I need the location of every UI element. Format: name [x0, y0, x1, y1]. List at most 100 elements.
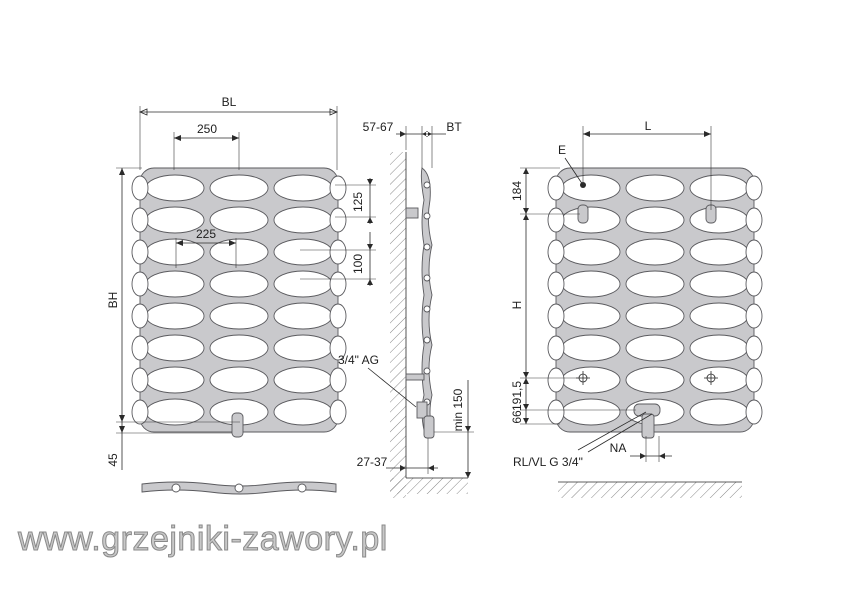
edge-notch [329, 175, 347, 201]
edge-notch [745, 367, 763, 393]
edge-notch [547, 399, 565, 425]
radiator-opening [689, 398, 749, 426]
radiator-opening [145, 174, 205, 202]
edge-notch [547, 207, 565, 233]
label-66: 66 [510, 410, 524, 424]
edge-notch [745, 303, 763, 329]
label-l: L [645, 119, 652, 133]
radiator-opening [689, 206, 749, 234]
edge-notch [131, 175, 149, 201]
radiator-opening [689, 334, 749, 362]
edge-notch [329, 399, 347, 425]
side-profile-dot [423, 181, 431, 189]
edge-notch [547, 175, 565, 201]
edge-notch [745, 335, 763, 361]
label-225: 225 [196, 227, 216, 241]
radiator-opening [689, 366, 749, 394]
side-profile-dot [423, 243, 431, 251]
radiator-opening [145, 334, 205, 362]
radiator-panel [555, 167, 755, 433]
radiator-opening [561, 238, 621, 266]
radiator-opening [209, 206, 269, 234]
radiator-opening [209, 238, 269, 266]
side-profile-dot [423, 212, 431, 220]
crosshair-right [704, 371, 718, 385]
edge-notch [131, 367, 149, 393]
side-profile-dot [423, 336, 431, 344]
radiator-opening [561, 206, 621, 234]
side-view: 57-67 BT 3/4" AG min 150 27-37 [338, 120, 474, 498]
radiator-opening [625, 206, 685, 234]
edge-notch [131, 303, 149, 329]
radiator-opening [209, 174, 269, 202]
edge-notch [131, 271, 149, 297]
radiator-opening [561, 174, 621, 202]
edge-notch [329, 367, 347, 393]
label-100: 100 [351, 254, 365, 274]
label-57-67: 57-67 [363, 120, 394, 134]
edge-notch [745, 207, 763, 233]
label-250: 250 [197, 122, 217, 136]
radiator-opening [273, 302, 333, 330]
label-191-5: 191,5 [510, 381, 524, 411]
front-view: BL 250 225 BH 45 125 100 [106, 95, 376, 495]
radiator-opening [209, 270, 269, 298]
radiator-opening [209, 334, 269, 362]
radiator-opening [145, 270, 205, 298]
edge-notch [329, 207, 347, 233]
edge-notch [745, 271, 763, 297]
edge-notch [547, 271, 565, 297]
rear-floor-hatch [558, 482, 742, 498]
radiator-opening [689, 238, 749, 266]
label-rl-vl: RL/VL G 3/4" [513, 455, 583, 469]
side-profile-dot [423, 274, 431, 282]
edge-notch [745, 175, 763, 201]
label-125: 125 [351, 192, 365, 212]
label-bh: BH [106, 292, 120, 309]
label-h: H [510, 301, 524, 310]
radiator-opening [625, 270, 685, 298]
radiator-opening [625, 302, 685, 330]
edge-notch [329, 335, 347, 361]
rear-view: L E 184 H 191,5 66 RL/VL G 3/4" [510, 119, 763, 498]
radiator-opening [209, 302, 269, 330]
label-bt: BT [446, 120, 462, 134]
radiator-opening [561, 334, 621, 362]
label-min-150: min 150 [451, 388, 465, 431]
radiator-opening [273, 238, 333, 266]
radiator-opening [689, 174, 749, 202]
radiator-rear-body [547, 167, 763, 433]
label-3-4-ag: 3/4" AG [338, 353, 379, 367]
radiator-opening [625, 238, 685, 266]
label-bl: BL [222, 95, 237, 109]
radiator-opening [145, 302, 205, 330]
edge-notch [547, 335, 565, 361]
wall-hatch [390, 152, 406, 498]
label-184: 184 [510, 181, 524, 201]
radiator-opening [561, 302, 621, 330]
edge-notch [329, 271, 347, 297]
radiator-opening [561, 398, 621, 426]
radiator-opening [625, 174, 685, 202]
edge-notch [745, 399, 763, 425]
edge-notch [745, 239, 763, 265]
radiator-opening [689, 302, 749, 330]
edge-notch [547, 239, 565, 265]
radiator-side-profile [420, 167, 433, 431]
edge-notch [329, 303, 347, 329]
radiator-opening [273, 398, 333, 426]
radiator-opening [273, 206, 333, 234]
edge-notch [131, 399, 149, 425]
label-45: 45 [106, 453, 120, 467]
front-valve [231, 412, 244, 438]
radiator-opening [561, 366, 621, 394]
radiator-opening [273, 270, 333, 298]
edge-notch [547, 367, 565, 393]
edge-notch [131, 239, 149, 265]
side-profile-dot [423, 305, 431, 313]
radiator-opening [145, 366, 205, 394]
radiator-front-body [131, 167, 347, 433]
edge-notch [329, 239, 347, 265]
floor-hatch [390, 478, 468, 494]
radiator-opening [689, 270, 749, 298]
